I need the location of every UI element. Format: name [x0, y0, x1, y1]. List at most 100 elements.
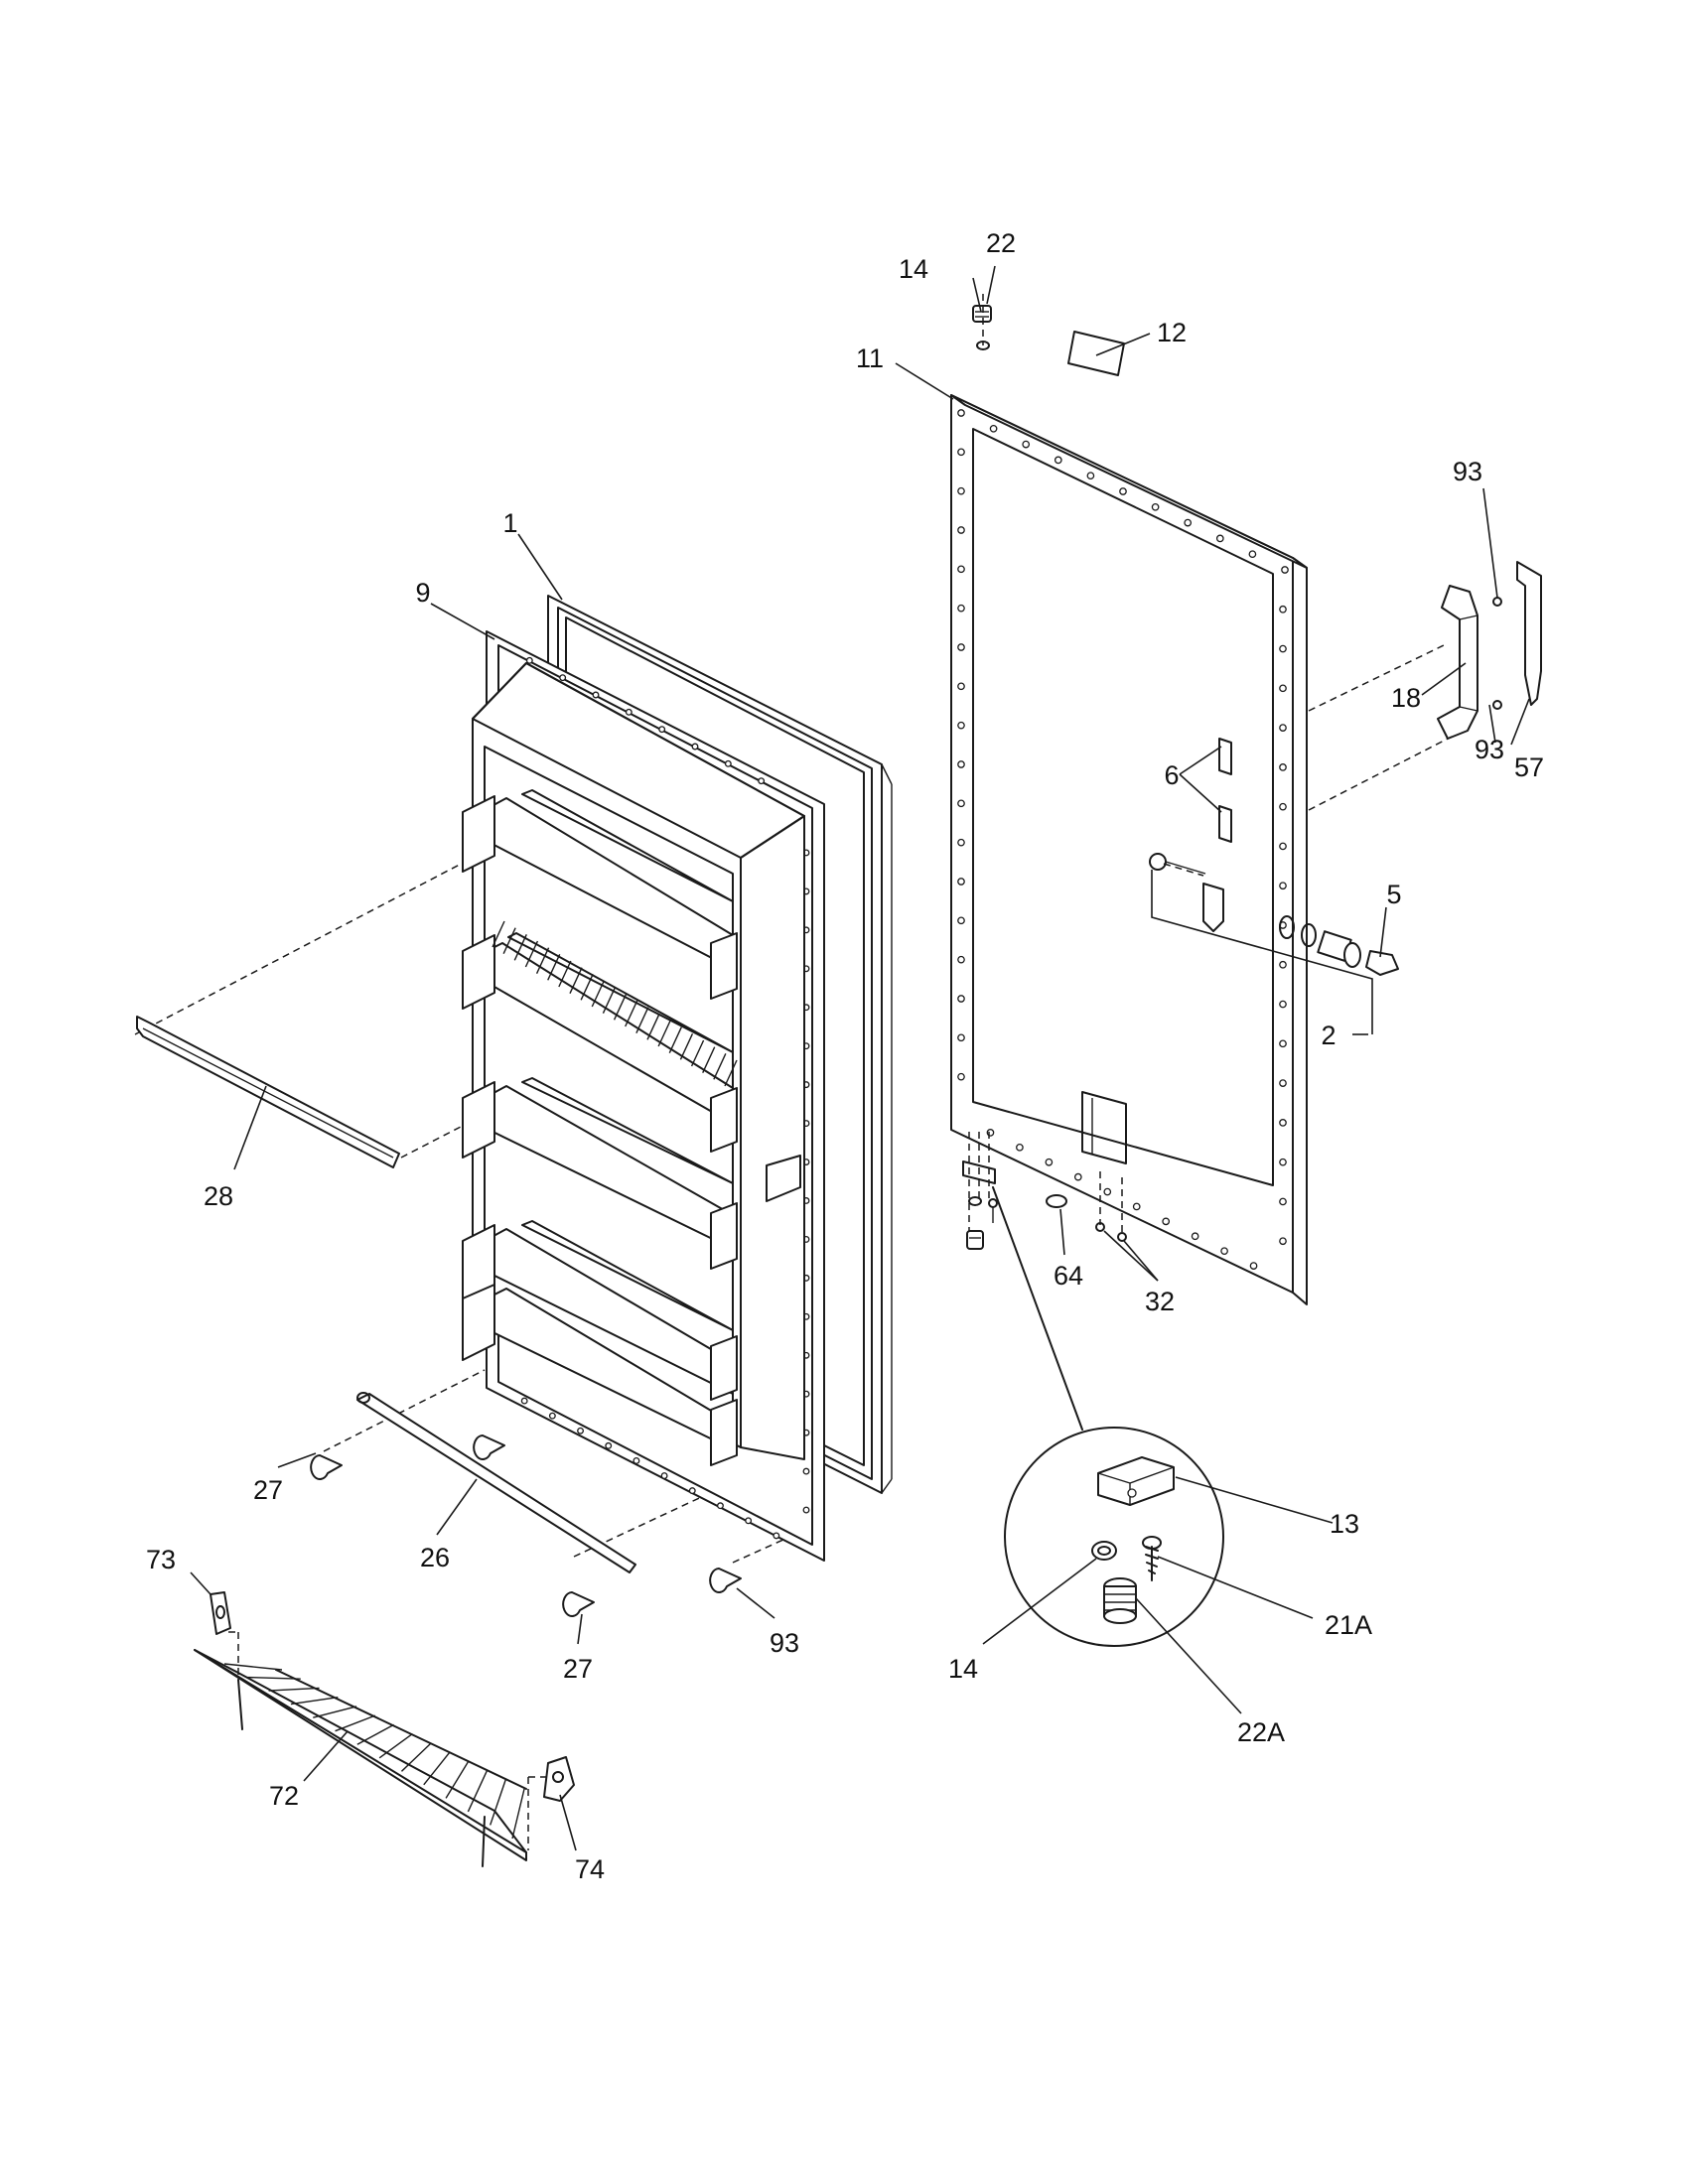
basket-rung: [246, 1676, 301, 1680]
screw-hole: [957, 643, 965, 651]
screw-hole: [1279, 724, 1287, 732]
shelf-rail-28: [136, 1016, 400, 1168]
screw-hole: [957, 1072, 965, 1081]
shelf-1: [462, 789, 738, 1000]
basket-rung: [313, 1706, 357, 1718]
wire-rung: [724, 1059, 738, 1087]
screw-hole: [1279, 1237, 1287, 1246]
callout-93-mid: 93: [1475, 735, 1504, 764]
wire-rung: [613, 994, 628, 1021]
callout-32: 32: [1145, 1287, 1175, 1316]
basket-rung: [290, 1696, 339, 1706]
wire-rung: [524, 940, 539, 968]
shelf-3: [462, 1077, 734, 1250]
screw-hole: [1279, 882, 1287, 890]
screw-hole: [989, 424, 998, 433]
wire-rung: [591, 980, 605, 1008]
shelf-wire-rungs: [492, 920, 738, 1087]
screw-hole: [1073, 1172, 1082, 1181]
basket-rung: [467, 1770, 489, 1813]
screw-hole: [957, 916, 965, 925]
screw-hole: [625, 708, 633, 716]
screw-hole: [1220, 1247, 1228, 1256]
basket-rung: [223, 1663, 283, 1671]
shelf-4: [462, 1202, 738, 1395]
screw-hole: [957, 838, 965, 847]
wire-rung: [535, 947, 550, 974]
callout-74: 74: [575, 1854, 605, 1884]
callout-11: 11: [856, 343, 884, 373]
basket-rung: [511, 1788, 525, 1840]
wire-rung: [547, 954, 561, 981]
screw-hole: [1151, 502, 1160, 511]
basket-rung: [423, 1751, 451, 1786]
wire-rung: [646, 1014, 660, 1040]
callout-22: 22: [986, 228, 1016, 258]
shelf-clip-73: [210, 1591, 231, 1635]
screw-hole: [717, 1502, 724, 1510]
screw-hole: [520, 1397, 528, 1405]
callout-93-top: 93: [1453, 457, 1482, 486]
callout-6: 6: [1164, 760, 1179, 790]
callout-9: 9: [415, 578, 430, 608]
basket-rung: [268, 1687, 320, 1692]
screw-hole: [1249, 1262, 1258, 1270]
clip-64: [1046, 1194, 1067, 1208]
screw-hole: [957, 721, 965, 730]
shelf-rail-26: [356, 1392, 636, 1573]
top-hinge-pin: [972, 305, 992, 350]
screw-hole: [1279, 1079, 1287, 1087]
basket-rung: [490, 1779, 506, 1826]
screw-hole: [1279, 1158, 1287, 1166]
screw-hole: [957, 760, 965, 768]
screw-hole: [1279, 1119, 1287, 1127]
shelf-5: [462, 1284, 738, 1466]
screw-hole: [1162, 1217, 1171, 1226]
screw-hole: [758, 777, 766, 785]
hinge-bracket-upper: [1218, 738, 1232, 775]
screw-hole: [773, 1532, 780, 1540]
wire-rung: [492, 920, 505, 948]
screw-hole: [1184, 518, 1193, 527]
screw-hole: [691, 743, 699, 751]
rating-label-12: [1067, 331, 1125, 376]
lock-key: [1365, 950, 1399, 976]
wire-rung: [635, 1007, 649, 1033]
wire-rung: [602, 987, 617, 1014]
screw-hole: [1016, 1143, 1024, 1152]
screw-hole: [802, 1506, 810, 1514]
screw-hole: [957, 1033, 965, 1042]
screw-hole: [957, 409, 965, 417]
screw-hole: [1279, 842, 1287, 851]
wire-rung: [580, 974, 594, 1001]
screw-hole: [559, 674, 567, 682]
detail-washer-14: [1091, 1541, 1117, 1561]
screw-hole: [1279, 684, 1287, 693]
screw-hole: [1279, 763, 1287, 771]
screw-hole: [1279, 644, 1287, 653]
callout-64: 64: [1054, 1261, 1083, 1291]
screw-hole: [724, 759, 732, 767]
screw-hole: [986, 1129, 995, 1137]
screw-hole: [1119, 487, 1127, 495]
screw-hole: [1279, 960, 1287, 969]
screw-hole: [1045, 1158, 1054, 1166]
wire-rung: [502, 927, 516, 954]
callout-73: 73: [146, 1545, 176, 1574]
basket-rung: [445, 1760, 470, 1799]
screw-hole: [957, 526, 965, 534]
screw-hole: [688, 1487, 696, 1495]
screw-hole: [548, 1412, 556, 1420]
detail-screw-21a: [1142, 1536, 1162, 1581]
screw-hole: [1281, 566, 1289, 574]
panel-screw-holes: [957, 409, 1289, 1270]
screw-hole: [1279, 1197, 1287, 1206]
door-handle: [1437, 585, 1478, 740]
outer-door-panel: [950, 394, 1308, 1305]
screw-hole: [633, 1457, 640, 1464]
screw-hole: [1279, 605, 1287, 614]
callout-27-lower: 27: [563, 1654, 593, 1684]
screw-hole: [1132, 1202, 1141, 1211]
screw-hole: [1279, 1039, 1287, 1048]
screw-hole: [957, 486, 965, 495]
